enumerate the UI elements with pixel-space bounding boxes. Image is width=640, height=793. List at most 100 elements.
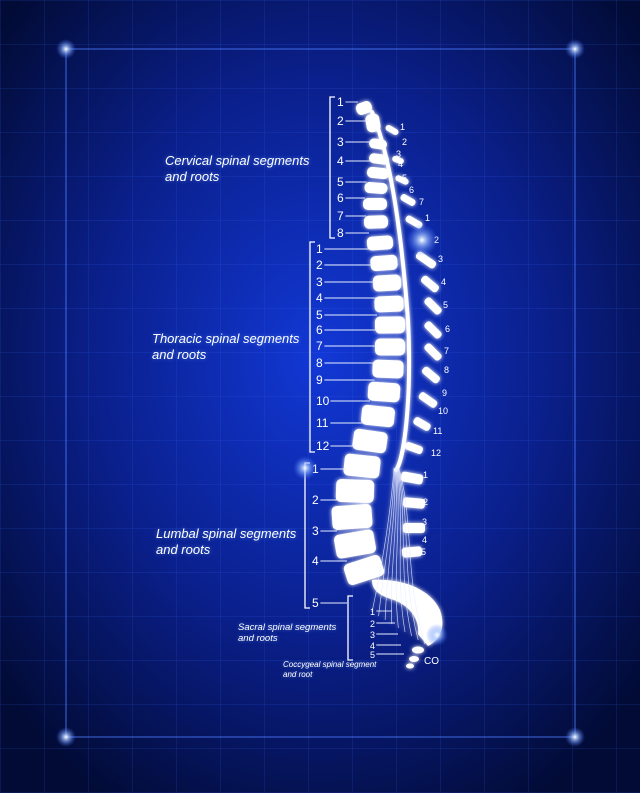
cervical-left-number: 4 [337,154,344,168]
lumbal-right-number: 4 [422,535,427,545]
cauda-equina-strand [395,467,399,629]
lumbal-right-number: 2 [423,497,428,507]
vertebral-body [361,404,395,428]
lumbal-label-line1: Lumbal spinal segments [156,526,297,541]
spinous-process [424,343,442,361]
coccygeal-region-label: Coccygeal spinal segment and root [283,660,376,679]
vertebral-body [334,529,376,559]
cervical-right-number: 1 [400,122,405,132]
spinous-process [385,125,399,135]
thoracic-left-number: 7 [316,339,323,353]
sacral-left-number: 3 [370,630,375,640]
vertebral-body [343,453,381,479]
cervical-label-line1: Cervical spinal segments [165,153,310,168]
thoracic-label-line2: and roots [152,346,207,362]
cervical-left-number: 1 [337,95,344,109]
spinous-process [424,297,442,315]
vertebral-body [363,198,387,210]
segment-numbers: 1234567812345678910111212345123451234567… [312,95,450,660]
vertebral-body [366,235,394,251]
thoracic-left-number: 5 [316,308,323,322]
thoracic-right-number: 4 [441,277,446,287]
leader-lines [320,101,404,655]
thoracic-left-number: 12 [316,439,330,453]
vertebral-body [335,479,375,503]
thoracic-label-line1: Thoracic spinal segments [152,331,300,346]
sacral-left-number: 5 [370,650,375,660]
vertebral-body [367,381,401,403]
lumbal-left-number: 5 [312,596,319,610]
spinous-process [395,175,409,185]
spinous-process [418,392,438,408]
coccyx-segment [406,663,414,669]
spinous-process [392,155,404,165]
thoracic-right-number: 12 [431,448,441,458]
sacral-label-line1: Sacral spinal segments [238,622,337,633]
coccygeal-label-line2: and root [283,669,313,679]
sacral-left-number: 4 [370,641,375,651]
cervical-left-number: 5 [337,175,344,189]
cauda-equina-strand [396,467,406,633]
thoracic-left-number: 6 [316,323,323,337]
thoracic-bracket [309,241,315,453]
thoracic-right-number: 3 [438,254,443,264]
thoracic-left-number: 2 [316,258,323,272]
vertebral-body [363,215,389,229]
thoracic-left-number: 11 [316,416,329,430]
cervical-region-label: Cervical spinal segments and roots [165,153,310,184]
corner-flare [565,39,585,59]
spinous-process [401,546,423,558]
vertebral-body [375,338,405,356]
light-flare [293,456,317,480]
lumbal-right-number: 1 [423,470,428,480]
vertebral-body [352,428,388,454]
thoracic-right-number: 6 [445,324,450,334]
cauda-equina-strand [378,467,395,617]
lumbal-label-line2: and roots [156,541,211,557]
lumbal-right-number: 3 [422,517,427,527]
cervical-bracket [329,96,335,239]
spine [331,101,443,669]
sacral-label-line2: and roots [238,633,278,645]
thoracic-right-number: 9 [442,388,447,398]
spinous-process [400,471,424,485]
cervical-right-number: 6 [409,185,414,195]
cauda-equina-strand [397,467,412,637]
cervical-right-number: 7 [419,197,424,207]
thoracic-right-number: 11 [433,426,442,436]
vertebral-body [331,503,373,531]
thoracic-left-number: 10 [316,394,330,408]
cervical-left-number: 7 [337,209,344,223]
sacral-left-number: 2 [370,619,375,629]
lumbal-left-number: 4 [312,554,319,568]
cervical-right-number: 3 [396,149,401,159]
spinous-process [405,442,423,454]
cauda-equina-strand [390,467,397,625]
thoracic-left-number: 8 [316,356,323,370]
sacral-bracket [347,595,353,661]
sacral-region-label: Sacral spinal segments and roots [238,622,336,645]
spinous-process [424,321,442,339]
corner-flare [56,727,76,747]
spinal-cord [370,110,412,472]
cervical-left-number: 2 [337,114,344,128]
cauda-equina-strand [398,467,426,645]
vertebral-body [364,182,388,194]
cervical-right-number: 4 [398,159,403,169]
vertebral-body [366,166,390,180]
spinous-process [413,417,431,431]
cervical-right-number: 5 [402,173,407,183]
vertebral-body [372,359,404,379]
vertebral-body [355,101,373,115]
cervical-left-number: 6 [337,191,344,205]
coccyx-segment [412,646,424,654]
sacral-left-number: 1 [370,607,375,617]
vertebral-body [372,274,402,292]
thoracic-left-number: 9 [316,373,323,387]
coccygeal-marker: CO [424,656,439,667]
corner-flare [565,727,585,747]
lumbal-right-number: 5 [421,547,426,557]
